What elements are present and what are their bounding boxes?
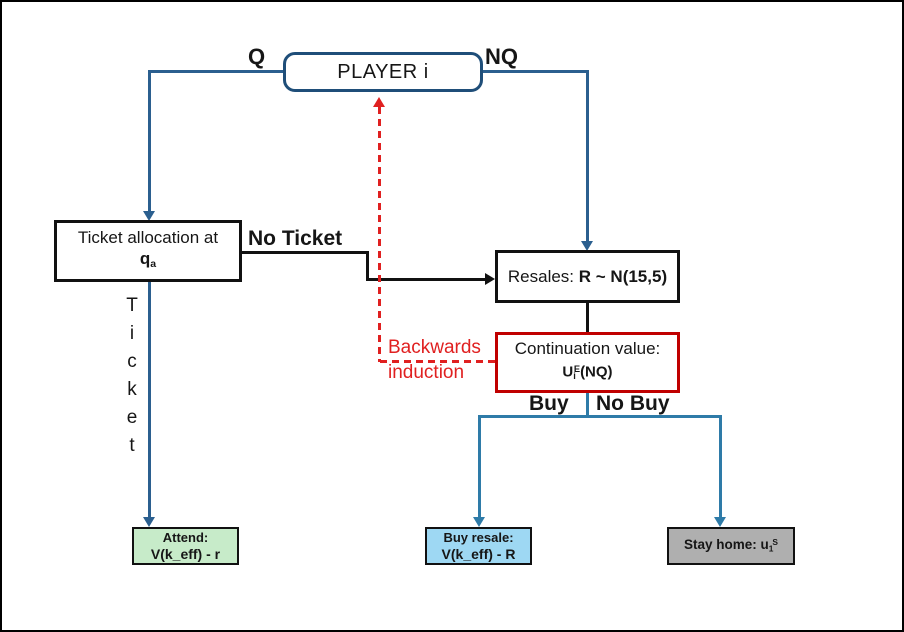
arrowhead-to-ticket-allocation [143,211,155,221]
label-backwards: Backwards [388,337,481,358]
edge-no-ticket-h2 [366,278,486,281]
edge-nq-horizontal [483,70,587,73]
edge-branch-horizontal [478,415,721,418]
ticket-allocation-line1: Ticket allocation at [77,228,219,248]
arrowhead-to-stay-home [714,517,726,527]
edge-no-buy-vertical [719,415,722,517]
arrowhead-backwards-induction [373,97,385,107]
edge-ticket-vertical [148,282,151,517]
edge-resales-to-continuation [586,303,589,332]
arrowhead-to-resales [581,241,593,251]
node-player-i-label: PLAYER i [337,60,429,83]
edge-no-ticket-h1 [242,251,368,254]
stay-home-label: Stay home: u1S [683,537,778,554]
edge-label-buy: Buy [529,392,569,415]
buy-resale-payoff: V(k_eff) - R [441,546,516,562]
resales-label: Resales: R ~ N(15,5) [507,267,668,286]
node-attend: Attend: V(k_eff) - r [132,527,239,565]
edge-q-horizontal [149,70,283,73]
edge-no-ticket-step [366,251,369,280]
edge-nq-vertical [586,70,589,242]
edge-branch-stem [586,393,589,417]
edge-label-ticket: T i c k e t [126,295,138,456]
attend-line1: Attend: [162,530,209,545]
arrowhead-to-buy-resale [473,517,485,527]
label-induction: induction [388,362,465,383]
edge-label-no-buy: No Buy [596,392,670,415]
edge-backwards-induction-vertical [378,107,381,362]
node-resales: Resales: R ~ N(15,5) [495,250,680,303]
edge-label-no-ticket: No Ticket [248,227,343,250]
node-player-i: PLAYER i [283,52,483,92]
node-ticket-allocation: Ticket allocation at qa [54,220,242,282]
node-continuation-value: Continuation value: UiE(NQ) [495,332,680,393]
arrowhead-no-ticket-to-resales [485,273,495,285]
edge-q-vertical [148,70,151,212]
attend-payoff: V(k_eff) - r [150,546,221,562]
arrowhead-to-attend [143,517,155,527]
edge-buy-vertical [478,415,481,517]
node-stay-home: Stay home: u1S [667,527,795,565]
edge-backwards-induction-horizontal [380,360,495,363]
continuation-formula: UiE(NQ) [562,363,613,382]
continuation-line1: Continuation value: [514,338,661,358]
node-buy-resale: Buy resale: V(k_eff) - R [425,527,532,565]
edge-label-nq: NQ [485,44,518,69]
buy-resale-line1: Buy resale: [443,530,514,545]
ticket-allocation-variable: qa [139,249,157,270]
edge-label-q: Q [248,44,266,69]
